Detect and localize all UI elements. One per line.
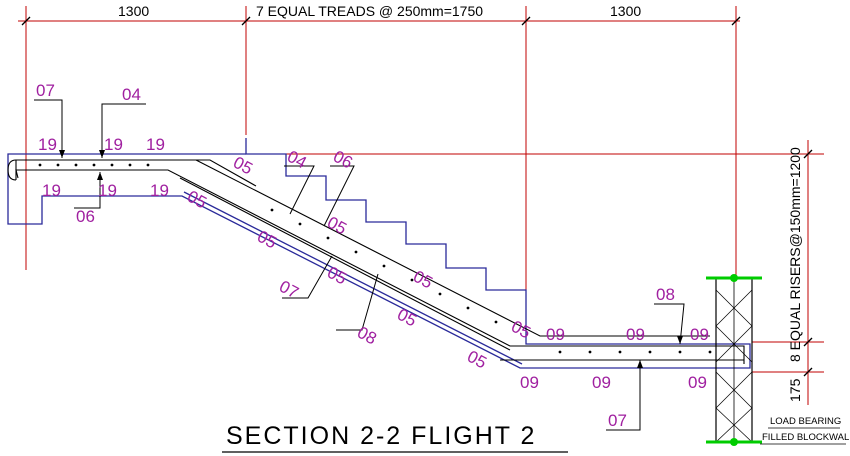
bar-mark-19-b: 19 xyxy=(104,135,123,154)
bar-mark-09-d: 09 xyxy=(520,373,539,392)
wall-note-line2: FILLED BLOCKWALL xyxy=(762,432,850,443)
bar-mark-08-right: 08 xyxy=(656,285,675,304)
bar-dots xyxy=(38,163,712,354)
top-landing-bottom-bar xyxy=(15,169,745,364)
dimension-left-landing: 1300 xyxy=(118,3,149,19)
bar-mark-09-e: 09 xyxy=(592,373,611,392)
dimension-right-landing: 1300 xyxy=(610,3,641,19)
bar-mark-07-mid: 07 xyxy=(276,277,302,303)
reinforcement xyxy=(7,159,745,364)
waist-bottom-bar xyxy=(179,177,511,351)
soffit-line xyxy=(183,191,523,365)
bar-mark-05-b: 05 xyxy=(230,153,256,179)
bar-mark-06-mid: 06 xyxy=(330,147,356,173)
bar-mark-19-a: 19 xyxy=(38,135,57,154)
bar-mark-19-c: 19 xyxy=(146,135,165,154)
dimension-risers: 8 EQUAL RISERS@150mm=1200 xyxy=(787,147,803,362)
bar-mark-09-f: 09 xyxy=(688,373,707,392)
wall-note-line1: LOAD BEARING xyxy=(770,416,841,427)
leader-lines xyxy=(34,99,685,431)
bar-mark-07-top: 07 xyxy=(36,81,55,100)
bar-mark-04-top: 04 xyxy=(122,85,141,104)
bar-mark-05-g: 05 xyxy=(394,305,420,331)
stair-steps xyxy=(245,138,540,345)
bar-mark-06-left: 06 xyxy=(76,207,95,226)
blockwall xyxy=(706,274,762,446)
blockwall-hatch xyxy=(715,289,753,443)
concrete-outline xyxy=(7,138,751,369)
bar-mark-19-d: 19 xyxy=(42,181,61,200)
leader-arrows xyxy=(59,150,683,368)
bar-marks: 07 04 19 19 19 19 19 19 06 05 05 04 06 0… xyxy=(36,81,709,430)
dimension-slab-thickness: 175 xyxy=(787,378,803,402)
bar-mark-05-d: 05 xyxy=(254,227,280,253)
bar-mark-09-a: 09 xyxy=(546,325,565,344)
bar-mark-08-mid: 08 xyxy=(354,323,380,349)
bar-mark-04-mid: 04 xyxy=(284,147,310,173)
bar-mark-05-c: 05 xyxy=(324,213,350,239)
dimension-treads: 7 EQUAL TREADS @ 250mm=1750 xyxy=(256,3,483,19)
bar-mark-09-c: 09 xyxy=(690,325,709,344)
hook-left xyxy=(7,159,17,181)
drawing-title: SECTION 2-2 FLIGHT 2 xyxy=(226,422,536,450)
bar-mark-19-e: 19 xyxy=(98,181,117,200)
bar-mark-05-h: 05 xyxy=(508,317,534,343)
bar-mark-05-f: 05 xyxy=(410,267,436,293)
dimension-ticks xyxy=(21,16,813,377)
dimension-lines xyxy=(18,6,824,405)
bar-mark-05-e: 05 xyxy=(324,263,350,289)
waist-top-bar xyxy=(195,159,710,337)
bar-mark-07-bottom: 07 xyxy=(608,411,627,430)
top-landing-outline xyxy=(7,153,751,369)
bar-mark-19-f: 19 xyxy=(150,181,169,200)
bar-mark-09-b: 09 xyxy=(626,325,645,344)
